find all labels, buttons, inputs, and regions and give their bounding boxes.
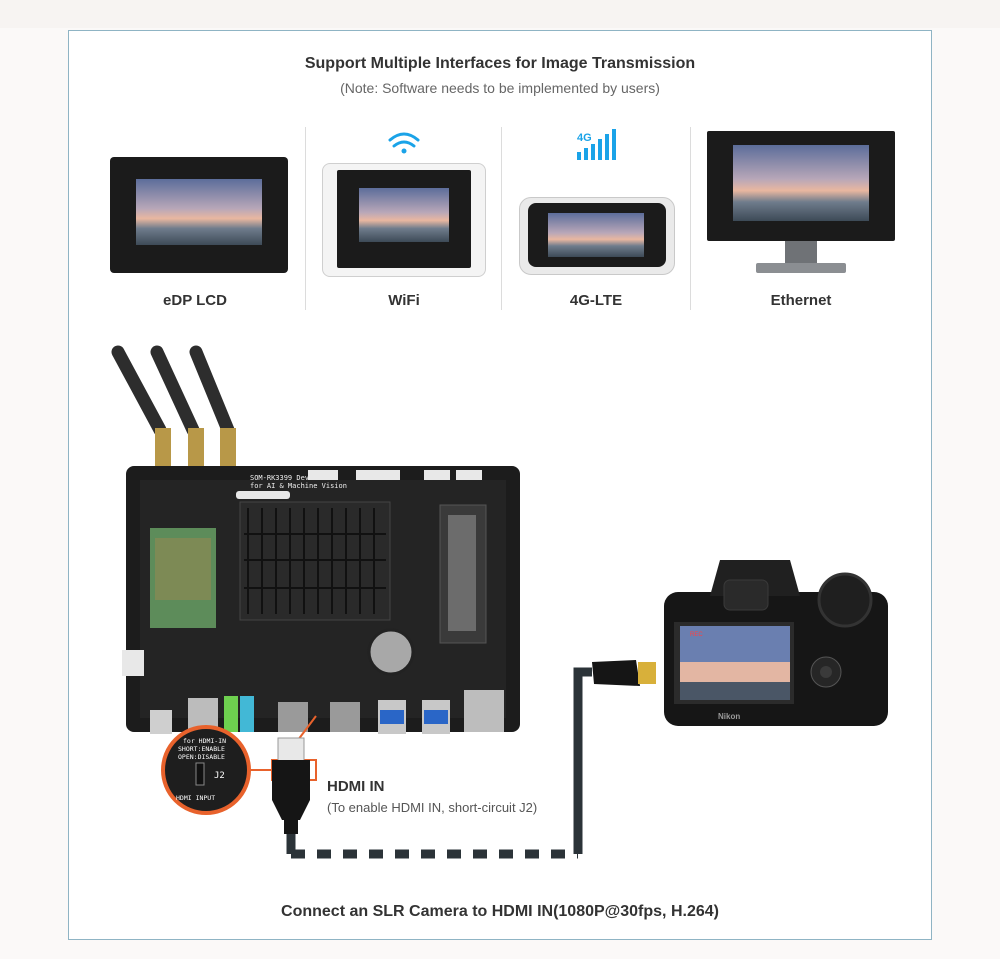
device-label-ethernet: Ethernet — [770, 292, 832, 309]
lte-phone — [519, 197, 675, 275]
edp-lcd-display — [110, 157, 288, 273]
ethernet-monitor — [707, 131, 895, 241]
hdmi-plug-icon — [592, 660, 656, 686]
zoom-silk-2: SHORT:ENABLE — [178, 745, 225, 753]
zoom-input: HDMI INPUT — [176, 794, 215, 802]
monitor-screen-image — [733, 145, 869, 221]
hdmi-in-label: HDMI IN — [327, 778, 385, 795]
column-divider — [690, 127, 691, 310]
signal-4g-icon: 4G — [577, 129, 616, 160]
camera-brand: Nikon — [718, 712, 740, 721]
device-label-edp: eDP LCD — [163, 292, 227, 309]
device-label-wifi: WiFi — [388, 292, 420, 309]
wifi-tablet — [322, 163, 486, 277]
j2-zoom-inset: for HDMI-IN SHORT:ENABLE OPEN:DISABLE J2… — [161, 725, 251, 815]
zoom-silk-1: for HDMI-IN — [183, 737, 226, 745]
phone-screen-image — [548, 213, 644, 257]
device-label-lte: 4G-LTE — [569, 292, 623, 309]
slr-camera: REC Nikon — [664, 560, 888, 726]
monitor-base — [756, 263, 846, 273]
monitor-stand — [785, 241, 817, 265]
tablet-screen-image — [359, 188, 449, 242]
wifi-icon — [388, 132, 420, 154]
board-silk-2: for AI & Machine Vision — [250, 482, 347, 490]
page-subtitle: (Note: Software needs to be implemented … — [340, 80, 660, 96]
column-divider — [305, 127, 306, 310]
board-silk-1: SOM-RK3399 Dev Kit — [250, 474, 326, 482]
antenna-icon — [111, 345, 236, 472]
zoom-silk-3: OPEN:DISABLE — [178, 753, 225, 761]
lte-badge-text: 4G — [577, 132, 592, 144]
column-divider — [501, 127, 502, 310]
hdmi-plug-icon — [272, 737, 310, 834]
page-title: Support Multiple Interfaces for Image Tr… — [304, 55, 696, 72]
top-band — [0, 0, 1000, 28]
lcd-screen-image — [136, 179, 262, 245]
footer-caption: Connect an SLR Camera to HDMI IN(1080P@3… — [281, 903, 719, 920]
zoom-j2: J2 — [214, 771, 225, 781]
camera-rec: REC — [690, 632, 703, 638]
hdmi-in-note: (To enable HDMI IN, short-circuit J2) — [327, 800, 538, 815]
dev-board: SOM-RK3399 Dev Kit for AI & Machine Visi… — [122, 466, 520, 734]
hdmi-cable — [286, 667, 592, 859]
